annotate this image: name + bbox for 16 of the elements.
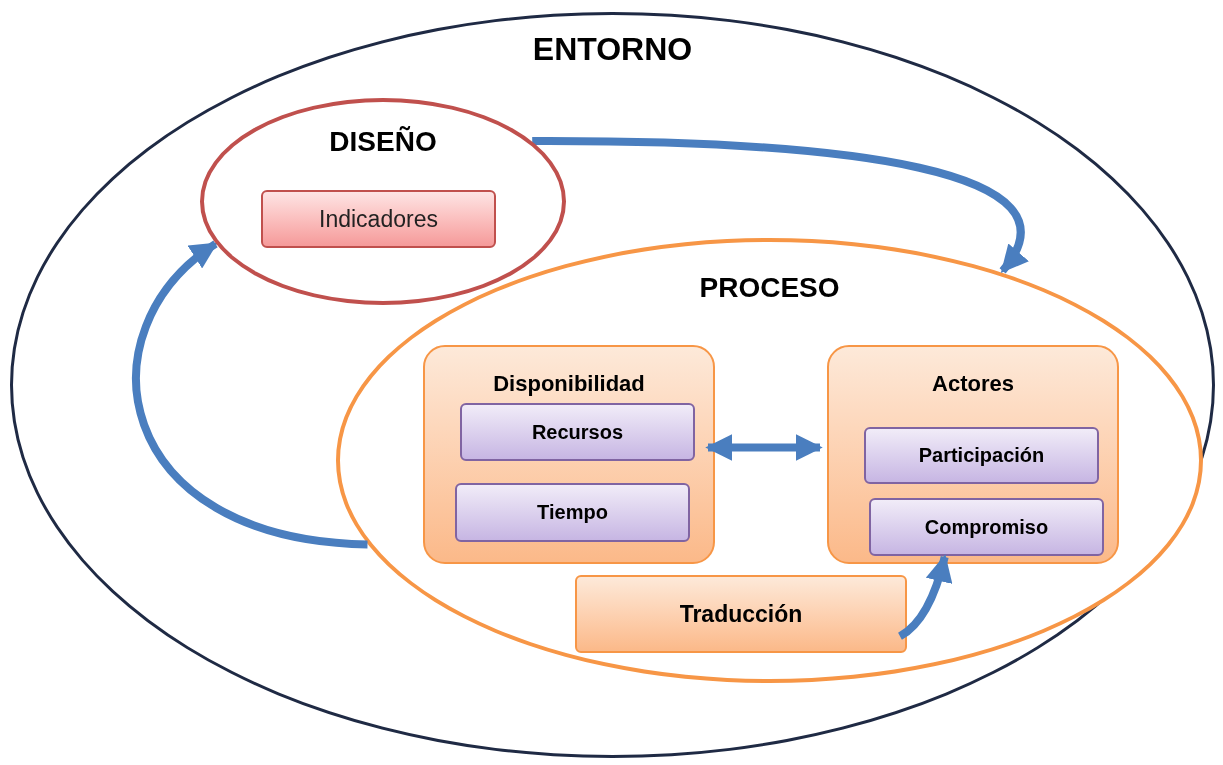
curved-arrow [532,137,1028,274]
process-box: Traducción [575,575,907,653]
item-box: Recursos [460,403,695,461]
item-box: Tiempo [455,483,690,542]
group-box [827,345,1119,564]
item-box: Participación [864,427,1099,484]
process-title: PROCESO [698,274,841,302]
curved-arrow [132,240,368,549]
group-title: Actores [931,373,1015,395]
indicator-box: Indicadores [261,190,496,248]
environment-title: ENTORNO [531,33,694,65]
group-title: Disponibilidad [492,373,646,395]
curved-arrow [705,433,823,462]
design-title: DISEÑO [328,128,438,156]
group-box [423,345,715,564]
item-box: Compromiso [869,498,1104,556]
